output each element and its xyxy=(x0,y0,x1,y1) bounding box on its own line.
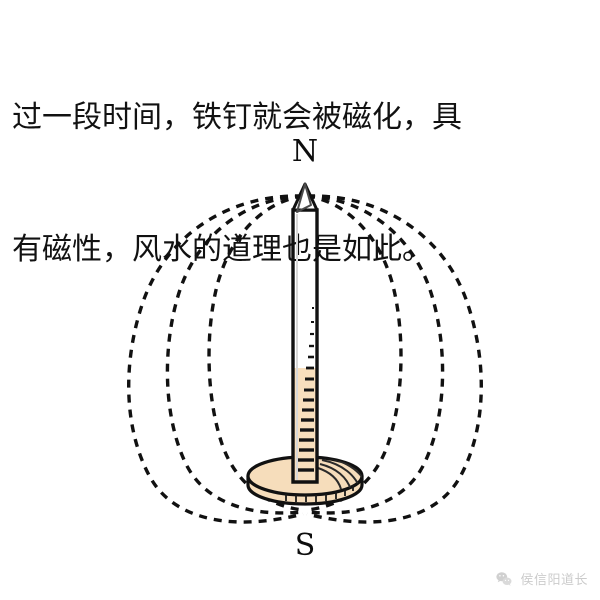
field-line-left-inner xyxy=(207,194,304,512)
nail-shaft-ticks xyxy=(298,307,314,472)
watermark: 侯信阳道长 xyxy=(495,569,588,588)
watermark-text: 侯信阳道长 xyxy=(520,573,588,588)
nail-tip xyxy=(291,182,319,213)
field-line-left-middle xyxy=(165,194,304,515)
caption-text: 过一段时间，铁钉就会被磁化，具 有磁性，风水的道理也是如此。 xyxy=(12,8,592,360)
field-line-right-middle xyxy=(306,194,445,515)
field-line-right-inner xyxy=(306,194,403,512)
north-pole-label: N xyxy=(291,134,319,169)
nail-magnetized-region xyxy=(293,368,317,482)
nail-shaft xyxy=(291,208,319,484)
nail-base-ridges xyxy=(285,485,354,502)
caption-line-1: 过一段时间，铁钉就会被磁化，具 xyxy=(12,100,462,135)
nail-tip-facet xyxy=(296,183,312,213)
magnet-diagram xyxy=(0,110,600,560)
south-pole-label: S xyxy=(294,528,316,563)
magnet-diagram-svg xyxy=(127,182,483,524)
field-lines-group xyxy=(127,194,483,524)
wechat-icon xyxy=(496,571,512,586)
caption-line-2: 有磁性，风水的道理也是如此。 xyxy=(12,232,432,267)
